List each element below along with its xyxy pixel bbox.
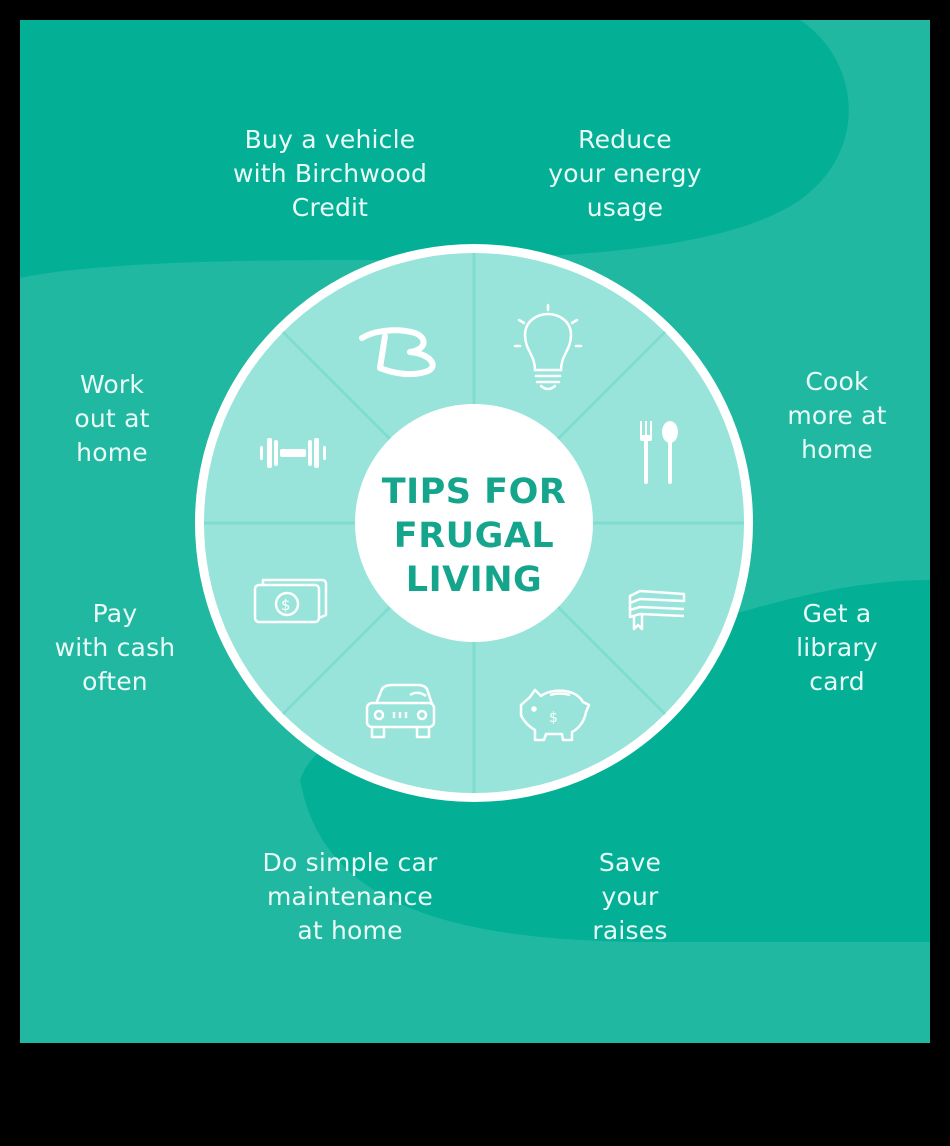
tip-label-car: Do simple car maintenance at home — [240, 846, 460, 948]
tip-line: Cook — [805, 367, 869, 396]
tip-line: your energy — [548, 159, 702, 188]
tip-line: library — [796, 633, 878, 662]
tip-line: Credit — [291, 193, 369, 222]
tip-line: with Birchwood — [232, 159, 428, 188]
tip-line: Work — [79, 370, 145, 399]
title-line-1: TIPS FOR — [381, 472, 567, 512]
piggy-bank-icon: $ — [519, 688, 591, 742]
tip-label-raises: Save your raises — [560, 846, 700, 948]
center-title: TIPS FOR FRUGAL LIVING — [354, 470, 594, 602]
tip-label-workout: Work out at home — [42, 368, 182, 470]
tip-line: raises — [592, 916, 668, 945]
title-line-3: LIVING — [405, 560, 543, 600]
top-dark-blob — [20, 20, 849, 278]
books-icon — [628, 589, 686, 631]
tips-wheel: $ $ — [195, 244, 753, 802]
tip-line: often — [82, 667, 148, 696]
tip-line: your — [601, 882, 659, 911]
tip-line: home — [76, 438, 148, 467]
fork-spoon-icon — [640, 421, 678, 484]
tip-label-cook: Cook more at home — [767, 365, 907, 467]
infographic-panel: $ $ — [20, 20, 930, 1043]
tip-line: maintenance — [267, 882, 433, 911]
tip-line: with cash — [54, 633, 176, 662]
car-icon — [365, 683, 436, 739]
lightbulb-icon — [513, 303, 583, 391]
tip-label-birchwood: Buy a vehicle with Birchwood Credit — [210, 123, 450, 225]
tip-line: Pay — [92, 599, 138, 628]
tip-line: at home — [297, 916, 403, 945]
svg-text:$: $ — [549, 710, 558, 726]
tip-line: card — [809, 667, 865, 696]
dumbbell-icon — [260, 438, 326, 468]
tip-line: Save — [598, 848, 662, 877]
tip-line: more at — [787, 401, 887, 430]
tip-line: home — [801, 435, 873, 464]
tip-label-energy: Reduce your energy usage — [525, 123, 725, 225]
cash-bill-icon: $ — [253, 578, 328, 624]
center-circle — [355, 404, 593, 642]
tip-label-library: Get a library card — [767, 597, 907, 699]
birchwood-b-logo-icon — [359, 327, 436, 378]
background-shapes — [20, 20, 930, 1043]
tip-line: Get a — [802, 599, 872, 628]
tip-line: Reduce — [578, 125, 672, 154]
tip-line: Do simple car — [262, 848, 438, 877]
tip-label-cash: Pay with cash often — [40, 597, 190, 699]
tip-line: out at — [74, 404, 150, 433]
tip-line: Buy a vehicle — [244, 125, 416, 154]
tip-line: usage — [586, 193, 664, 222]
title-line-2: FRUGAL — [393, 516, 555, 556]
svg-text:$: $ — [281, 596, 291, 614]
